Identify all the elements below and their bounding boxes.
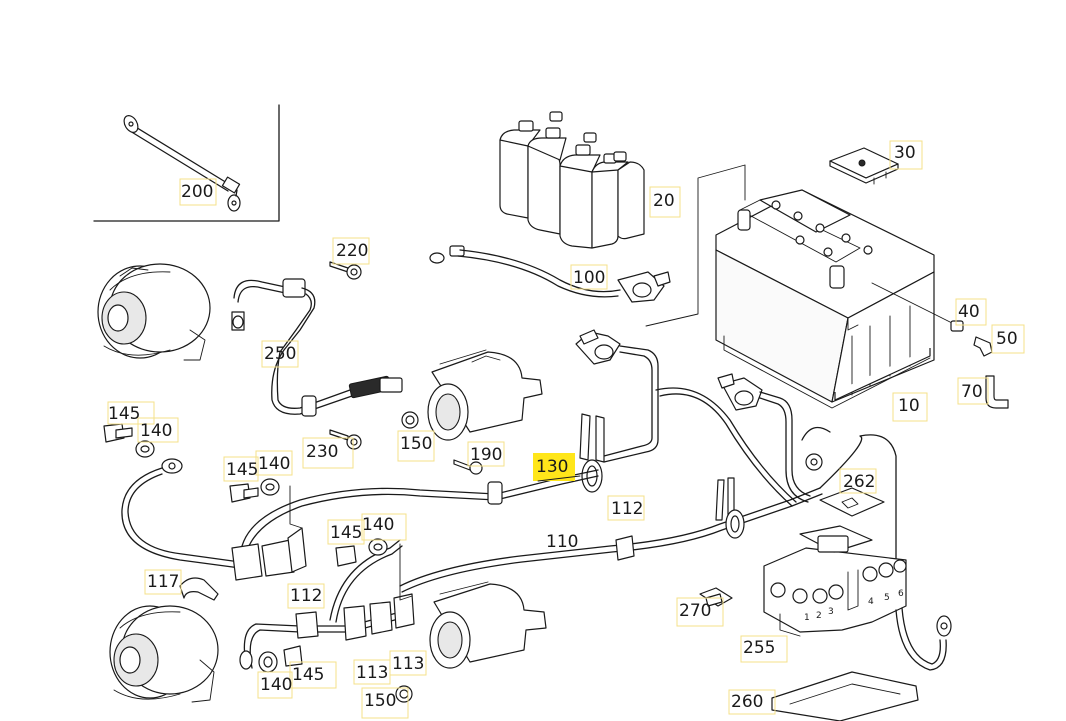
- battery-10[interactable]: [715, 189, 935, 409]
- washer-140-lower[interactable]: [368, 538, 388, 556]
- label-112-lower[interactable]: 112: [290, 586, 322, 606]
- label-190[interactable]: 190: [470, 445, 502, 465]
- fuse-pin-5: 5: [884, 593, 890, 603]
- fuse-pin-1: 1: [804, 613, 810, 623]
- label-110[interactable]: 110: [546, 532, 578, 552]
- label-10[interactable]: 10: [898, 396, 920, 416]
- screw-145-left[interactable]: [103, 423, 133, 443]
- label-70[interactable]: 70: [961, 382, 983, 402]
- starter-top[interactable]: [427, 349, 543, 441]
- alternator-top[interactable]: [97, 263, 211, 361]
- label-140-left[interactable]: 140: [140, 421, 172, 441]
- label-145-lower[interactable]: 145: [330, 523, 362, 543]
- label-100[interactable]: 100: [573, 268, 605, 288]
- battery-lead[interactable]: [655, 373, 811, 507]
- bracket-line: [645, 164, 746, 327]
- washer-140-bottom[interactable]: [258, 651, 278, 673]
- cable-250[interactable]: [231, 278, 403, 417]
- label-220[interactable]: 220: [336, 241, 368, 261]
- label-30[interactable]: 30: [894, 143, 916, 163]
- spacer-145-lower[interactable]: [335, 545, 357, 567]
- washer-140-mid[interactable]: [260, 478, 280, 496]
- highlight-130: [533, 453, 575, 481]
- front-cable-loop[interactable]: [121, 458, 599, 581]
- clip-117[interactable]: [179, 577, 219, 601]
- vent-elbow-50[interactable]: [973, 336, 993, 357]
- cable-110[interactable]: [399, 426, 897, 593]
- label-145-left[interactable]: 145: [108, 404, 140, 424]
- label-113-left[interactable]: 113: [356, 663, 388, 683]
- label-145-mid[interactable]: 145: [226, 460, 258, 480]
- label-112-upper[interactable]: 112: [611, 499, 643, 519]
- container-set-20[interactable]: [499, 111, 645, 249]
- ground-strap-200[interactable]: [121, 113, 241, 212]
- label-140-bottom[interactable]: 140: [260, 675, 292, 695]
- alternator-bottom[interactable]: [109, 605, 219, 703]
- lower-cable[interactable]: [239, 539, 415, 670]
- starter-bottom[interactable]: [429, 581, 547, 669]
- vent-plug-40[interactable]: [871, 282, 964, 332]
- label-270[interactable]: 270: [679, 601, 711, 621]
- label-255[interactable]: 255: [743, 638, 775, 658]
- label-40[interactable]: 40: [958, 302, 980, 322]
- label-250[interactable]: 250: [264, 344, 296, 364]
- label-262[interactable]: 262: [843, 472, 875, 492]
- inset-frame: [93, 104, 280, 222]
- vent-hose-70[interactable]: [985, 375, 1009, 409]
- screw-145-mid[interactable]: [229, 483, 259, 503]
- bolt-220[interactable]: [329, 261, 362, 280]
- bolt-190[interactable]: [453, 459, 483, 475]
- label-140-mid[interactable]: 140: [258, 454, 290, 474]
- fuse-pin-6: 6: [898, 589, 904, 599]
- label-150-top[interactable]: 150: [400, 434, 432, 454]
- tray-260[interactable]: [771, 671, 919, 721]
- fuse-pin-4: 4: [868, 597, 874, 607]
- label-260[interactable]: 260: [731, 692, 763, 712]
- part-labels: 200 220 250 230 150 190 100 20 30 40 50 …: [108, 143, 1018, 712]
- cable-130[interactable]: [575, 329, 659, 493]
- label-boxes: [107, 140, 1025, 719]
- label-140-lower[interactable]: 140: [362, 515, 394, 535]
- label-20[interactable]: 20: [653, 191, 675, 211]
- label-150-bottom[interactable]: 150: [364, 691, 396, 711]
- label-200[interactable]: 200: [181, 182, 213, 202]
- label-130[interactable]: 130: [536, 457, 568, 477]
- washer-140-left[interactable]: [135, 440, 155, 458]
- label-50[interactable]: 50: [996, 329, 1018, 349]
- screw-145-bottom[interactable]: [283, 645, 303, 667]
- label-230[interactable]: 230: [306, 442, 338, 462]
- label-145-bottom[interactable]: 145: [292, 665, 324, 685]
- cover-262[interactable]: [819, 487, 885, 517]
- fuse-pin-3: 3: [828, 607, 834, 617]
- ground-cable-right[interactable]: [895, 607, 952, 671]
- clip-270[interactable]: [699, 587, 733, 607]
- label-117[interactable]: 117: [147, 572, 179, 592]
- cable-100[interactable]: [429, 245, 671, 303]
- fuse-box-255[interactable]: 1 2 3 4 5 6: [763, 525, 907, 637]
- battery-cover-30[interactable]: [829, 147, 899, 185]
- label-113-right[interactable]: 113: [392, 654, 424, 674]
- nut-150-top[interactable]: [401, 411, 419, 429]
- fuse-pin-2: 2: [816, 611, 822, 621]
- highlight-underline: [537, 475, 581, 482]
